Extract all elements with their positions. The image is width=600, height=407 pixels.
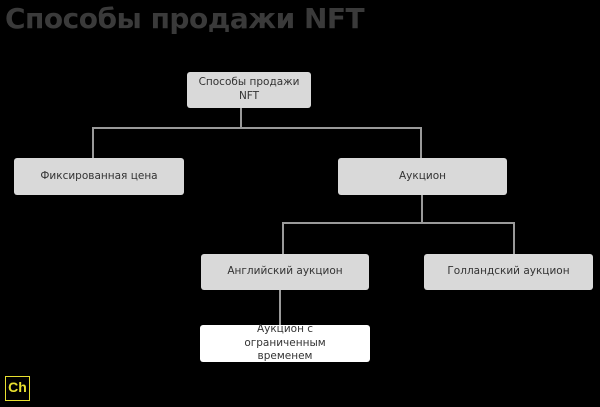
node-fixed-price: Фиксированная цена [14,158,184,195]
connector [421,195,423,223]
connector [92,127,422,129]
node-english-auction: Английский аукцион [201,254,369,290]
connector [420,127,422,158]
connector [279,290,281,325]
connector [92,127,94,158]
connector [282,222,284,254]
page-title: Способы продажи NFT [5,2,365,35]
node-root: Способы продажи NFT [187,72,311,108]
node-limited-time-auction: Аукцион с ограниченным временем [200,323,370,362]
node-auction: Аукцион [338,158,507,195]
logo: Ch [5,376,30,401]
connector [240,108,242,128]
node-dutch-auction: Голландский аукцион [424,254,593,290]
connector [282,222,515,224]
connector [513,222,515,254]
